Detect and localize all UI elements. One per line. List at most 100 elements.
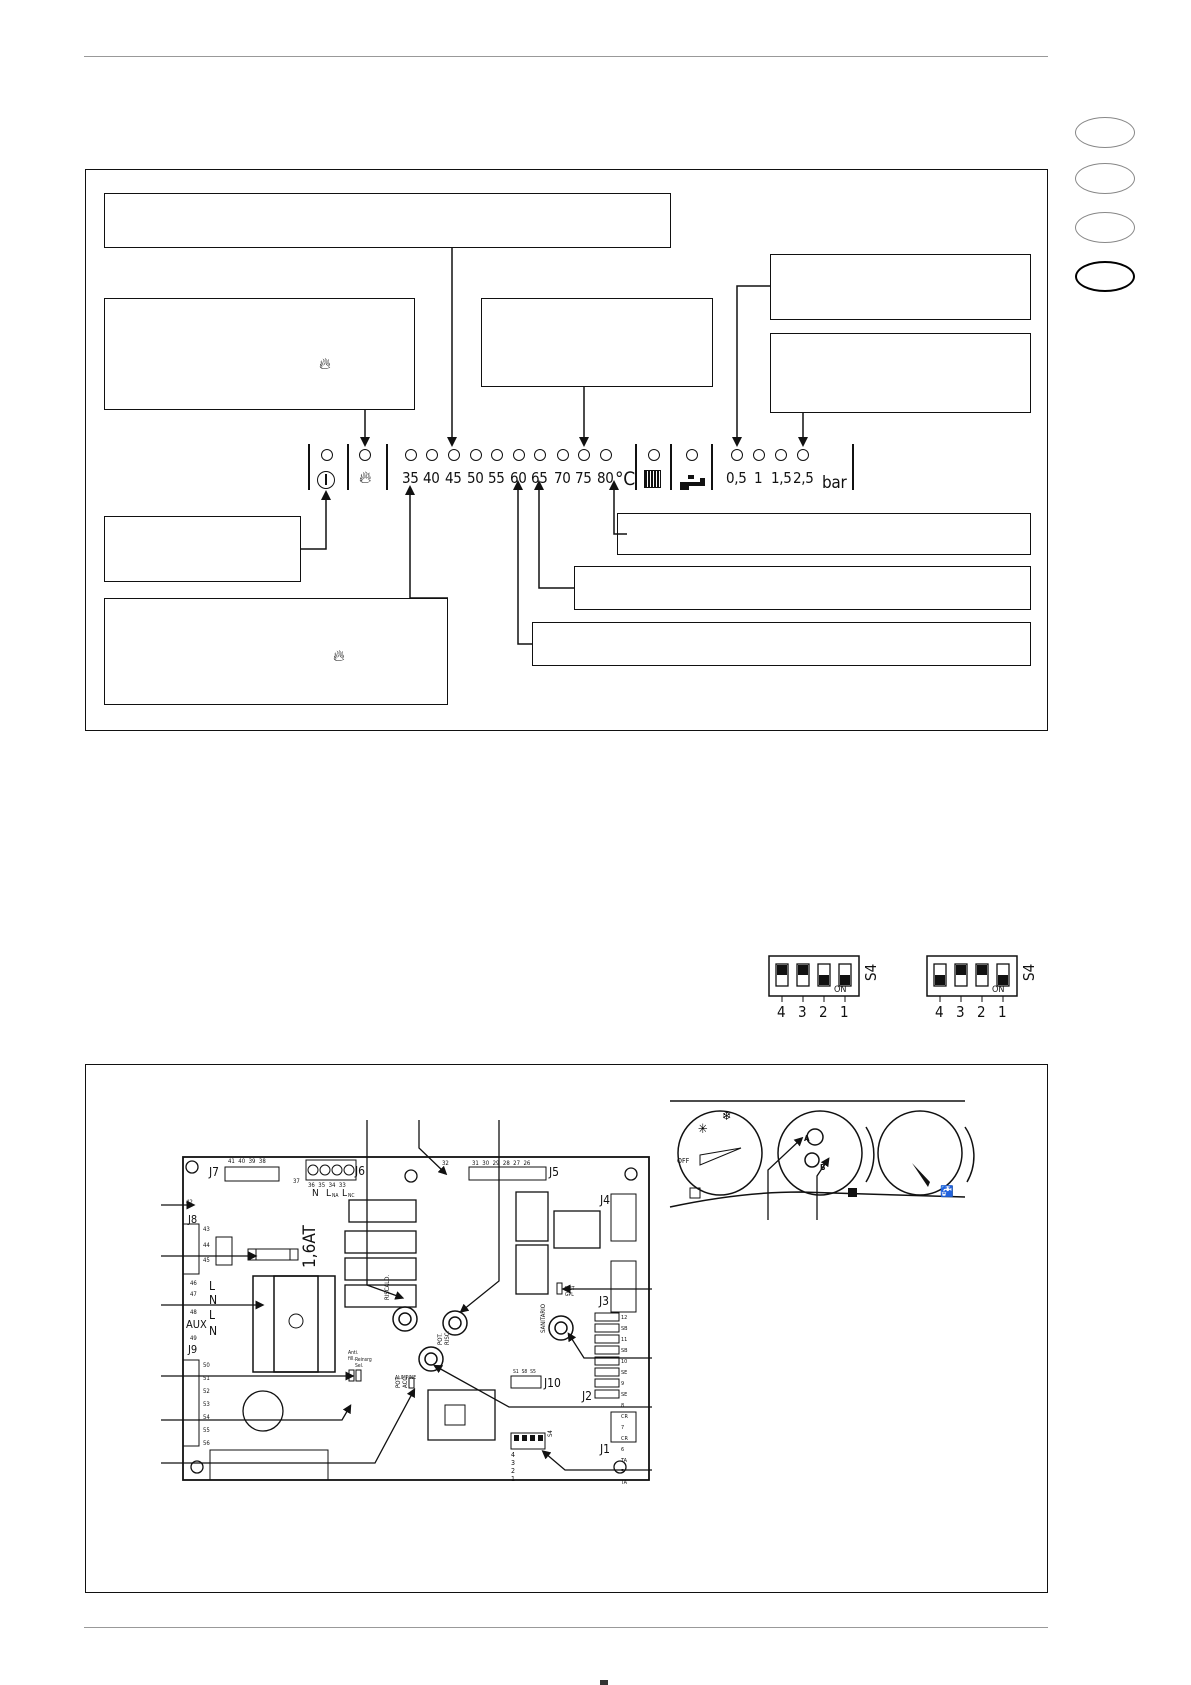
sanitario-label: SANITARIO (540, 1304, 547, 1333)
flame-icon: 🔥︎ (359, 468, 372, 488)
dip-switch-knob (956, 965, 966, 975)
j6-lna: L (326, 1188, 332, 1199)
anti-fill-label-2: Reinsrg Sel. (355, 1357, 372, 1369)
met-gpl-label: MET-GPL (565, 1286, 576, 1298)
separator (308, 444, 310, 490)
j6-pins: 36 35 34 33 (308, 1182, 346, 1189)
terminal-56: 56 (203, 1440, 210, 1447)
dip-digit-2: 2 (819, 1003, 828, 1021)
led-temp-50 (470, 449, 482, 461)
led-temp-80 (600, 449, 612, 461)
conn-j9: J9 (188, 1343, 198, 1356)
aux-label: AUX (186, 1318, 207, 1331)
led-temp-75 (578, 449, 590, 461)
celsius-unit: °C (615, 468, 635, 490)
terminal-54: 54 (203, 1414, 210, 1421)
j10-pins: S1 S8 S5 (513, 1369, 536, 1375)
callout-box-flame-35: 🔥︎ (104, 598, 448, 705)
page-mark (600, 1680, 608, 1685)
dip-switch-knob (798, 965, 808, 975)
callout-box-75 (481, 298, 713, 387)
dip-on-label: ON (834, 985, 847, 995)
dip-switch-1 (838, 963, 852, 987)
dip-switch-3 (796, 963, 810, 987)
conn-j5: J5 (549, 1165, 560, 1179)
callout-box-80 (617, 513, 1031, 555)
conn-j3: J3 (599, 1294, 610, 1308)
svg-text:❄: ❄ (722, 1109, 731, 1123)
s4-pcb-digits: 4 3 2 1 (511, 1451, 517, 1483)
led-temp-45 (448, 449, 460, 461)
terminal-53: 53 (203, 1401, 210, 1408)
conn-j1: J1 (600, 1442, 611, 1456)
separator (852, 444, 854, 490)
temp-label-55: 55 (488, 469, 505, 487)
pressure-label-1: 1 (754, 469, 763, 487)
terminal-42: 42 (186, 1199, 193, 1206)
language-tab-3[interactable] (1075, 212, 1135, 243)
led-pressure-1 (753, 449, 765, 461)
terminal-52: 52 (203, 1388, 210, 1395)
terminal-50: 50 (203, 1362, 210, 1369)
j6-na: NA (332, 1193, 339, 1199)
conn-j6: J6 (355, 1164, 366, 1178)
led-temp-65 (534, 449, 546, 461)
dip-switch-knob (998, 975, 1008, 985)
flame-icon-2: 🔥︎ (333, 646, 345, 665)
dip-switch-body (768, 955, 860, 1002)
led-temp-70 (557, 449, 569, 461)
dip-switch-knob (977, 965, 987, 975)
led-power (321, 449, 333, 461)
language-tab-1[interactable] (1075, 117, 1135, 148)
led-dhw (686, 449, 698, 461)
separator (347, 444, 349, 490)
dip-digit-1: 1 (840, 1003, 849, 1021)
svg-text:🚰: 🚰 (940, 1185, 954, 1198)
pot-risc-label: POT. RISC. (437, 1330, 451, 1345)
separator (386, 444, 388, 490)
separator (670, 444, 672, 490)
terminal-37: 37 (293, 1178, 300, 1185)
callout-box-flame: 🔥︎ (104, 298, 415, 410)
terminal-43: 43 (203, 1226, 210, 1233)
j6-n: N (312, 1188, 319, 1199)
pressure-label-3: 2,5 (793, 469, 814, 487)
dip-switch-body (926, 955, 1018, 1002)
letter-n2: N (209, 1324, 218, 1338)
dip-digit-4: 4 (935, 1003, 944, 1021)
bar-unit: bar (822, 473, 847, 493)
temp-label-70: 70 (554, 469, 571, 487)
knob-a-label: A (804, 1134, 810, 1143)
riscaldamento-label: RISCALD. (384, 1274, 391, 1300)
dip-switch-3 (954, 963, 968, 987)
led-temp-60 (513, 449, 525, 461)
temp-label-45: 45 (445, 469, 462, 487)
j5-pins: 31 30 29 28 27 26 (472, 1160, 531, 1167)
language-tab-4-active[interactable] (1075, 261, 1135, 292)
temp-label-50: 50 (467, 469, 484, 487)
language-tab-2[interactable] (1075, 163, 1135, 194)
terminal-55: 55 (203, 1427, 210, 1434)
alimpine-label: ALIMPINE (395, 1375, 417, 1381)
led-flame (359, 449, 371, 461)
terminal-49: 49 (190, 1335, 197, 1342)
j6-lnc: L (342, 1188, 348, 1199)
led-temp-35 (405, 449, 417, 461)
callout-box-temperature-range (104, 193, 671, 248)
dip-digit-2: 2 (977, 1003, 986, 1021)
dip-switch-knob (840, 975, 850, 985)
flame-icon: 🔥︎ (319, 354, 331, 373)
callout-box-pressure-low (770, 254, 1031, 320)
led-temp-55 (491, 449, 503, 461)
terminal-46: 46 (190, 1280, 197, 1287)
dip-digit-1: 1 (998, 1003, 1007, 1021)
conn-j4: J4 (600, 1193, 611, 1207)
terminal-47: 47 (190, 1291, 197, 1298)
dip-on-label: ON (992, 985, 1005, 995)
